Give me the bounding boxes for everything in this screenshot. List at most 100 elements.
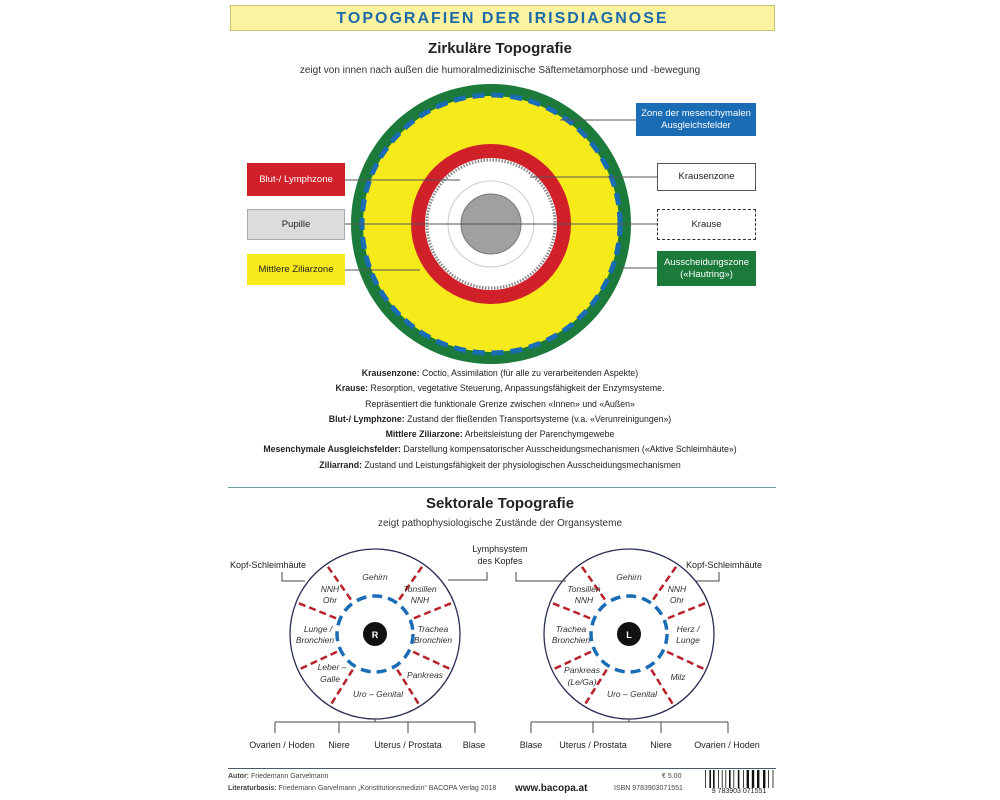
- sector-boundary-line: [412, 650, 452, 671]
- description-text: Resorption, vegetative Steuerung, Anpass…: [368, 383, 665, 395]
- sector-milz: Milz: [670, 672, 686, 682]
- label-ausscheidung-line1: Ausscheidungszone: [663, 256, 750, 268]
- sector-boundary-line: [583, 668, 608, 706]
- footer-author: Autor: Friedemann Garvelmann: [228, 773, 328, 780]
- bottom-label: Uterus / Prostata: [374, 740, 442, 750]
- description-line: Mesenchymale Ausgleichsfelder: Darstellu…: [40, 442, 960, 457]
- footer-divider: [228, 768, 776, 769]
- sector-leber-2: Galle: [320, 674, 340, 684]
- sector-trachea-1: Trachea: [556, 624, 587, 634]
- bottom-label: Ovarien / Hoden: [694, 740, 760, 750]
- sector-herz-2: Lunge: [676, 635, 700, 645]
- sector-boundary-line: [413, 601, 454, 620]
- top-brackets: [515, 572, 720, 582]
- author-value: Friedemann Garvelmann: [249, 773, 329, 780]
- bottom-label: Niere: [650, 740, 672, 750]
- literature-label: Literaturbasis:: [228, 785, 277, 792]
- krause-dashed-ring: [335, 594, 415, 674]
- sector-tonsillen-2: NNH: [575, 595, 594, 605]
- label-mittlere-ziliarzone: Mittlere Ziliarzone: [247, 254, 345, 285]
- sector-tonsillen-1: Tonsillen: [567, 584, 601, 594]
- sector-nnh-1: NNH: [321, 584, 340, 594]
- website-link[interactable]: www.bacopa.at: [515, 783, 588, 794]
- description-text: Zustand der fließenden Transportsysteme …: [404, 413, 672, 425]
- barcode-bar: [718, 770, 719, 790]
- barcode-bar: [709, 770, 711, 790]
- sector-boundary-line: [667, 601, 708, 620]
- sector-boundary-line: [298, 650, 338, 671]
- sector-trachea-2: Bronchien: [414, 635, 453, 645]
- barcode-bar: [713, 770, 715, 790]
- sector-boundary-line: [550, 601, 591, 620]
- sector-tonsillen-2: NNH: [411, 595, 430, 605]
- bottom-label: Niere: [328, 740, 350, 750]
- sector-pankreas-2: (Le/Ga): [568, 677, 597, 687]
- description-line: Krausenzone: Coctio, Assimilation (für a…: [40, 366, 960, 381]
- description-text: Arbeitsleistung der Parenchymgewebe: [462, 429, 615, 441]
- description-text: Repräsentiert die funktionale Grenze zwi…: [365, 398, 635, 410]
- leader-lines: [345, 119, 657, 271]
- barcode-bar: [733, 770, 735, 790]
- label-blut-lymphzone: Blut-/ Lymphzone: [247, 163, 345, 196]
- sector-lunge-2: Bronchien: [296, 635, 335, 645]
- label-pupille: Pupille: [247, 209, 345, 240]
- sector-boundary-line: [398, 564, 425, 601]
- barcode-bar: [763, 770, 766, 790]
- description-term: Mesenchymale Ausgleichsfelder:: [263, 444, 401, 456]
- sector-trachea-2: Bronchien: [552, 635, 591, 645]
- description-term: Krausenzone:: [361, 368, 420, 379]
- description-text: Darstellung kompensatorischer Ausscheidu…: [400, 444, 737, 456]
- label-mesenchymal: Zone der mesenchymalen Ausgleichsfelder: [636, 103, 756, 136]
- sector-boundary-line: [396, 668, 421, 706]
- bottom-label: Blase: [520, 740, 543, 750]
- label-lymphsystem-1: Lymphsystem: [472, 544, 527, 554]
- page-title: TOPOGRAFIEN DER IRISDIAGNOSE: [230, 5, 775, 31]
- bottom-bracket: [530, 719, 729, 733]
- bottom-label: Ovarien / Hoden: [249, 740, 315, 750]
- sector-trachea-1: Trachea: [418, 624, 449, 634]
- sector-boundary-line: [666, 650, 706, 671]
- label-ausscheidung-line2: («Hautring»): [680, 268, 733, 280]
- sector-boundary-line: [652, 564, 679, 601]
- barcode-bar: [772, 770, 774, 790]
- sector-uro-genital: Uro – Genital: [353, 689, 404, 699]
- section-divider: [228, 487, 776, 488]
- sector-pankreas-1: Pankreas: [564, 665, 601, 675]
- top-brackets: [281, 572, 488, 582]
- sector-boundary-line: [650, 668, 675, 706]
- barcode-bar: [705, 770, 706, 790]
- sector-nnh-2: Ohr: [323, 595, 338, 605]
- sectoral-diagrams: R Gehirn NNH Ohr Tonsillen NNH Lunge / B…: [230, 544, 762, 750]
- label-krause: Krause: [657, 209, 756, 240]
- description-term: Blut-/ Lymphzone:: [328, 413, 405, 425]
- barcode-bar: [768, 770, 769, 790]
- label-lymphsystem-2: des Kopfes: [477, 556, 523, 566]
- sector-nnh-1: NNH: [668, 584, 687, 594]
- sector-lunge-1: Lunge /: [304, 624, 334, 634]
- description-line: Krause: Resorption, vegetative Steuerung…: [40, 381, 960, 396]
- label-kopf-schleimhaeute: Kopf-Schleimhäute: [230, 560, 306, 570]
- description-term: Mittlere Ziliarzone:: [385, 429, 463, 441]
- sectoral-heading: Sektorale Topografie: [425, 495, 575, 512]
- author-label: Autor:: [228, 773, 249, 780]
- sector-gehirn: Gehirn: [362, 572, 388, 582]
- sectoral-subtitle: zeigt pathophysiologische Zustände der O…: [377, 518, 623, 529]
- description-line: Blut-/ Lymphzone: Zustand der fließenden…: [40, 412, 960, 427]
- description-text: Coctio, Assimilation (für alle zu verarb…: [419, 368, 639, 379]
- circular-iris-diagram: [345, 84, 657, 364]
- price: € 5.00: [662, 773, 682, 780]
- label-mesenchymal-line2: Ausgleichsfelder: [661, 119, 731, 131]
- label-mesenchymal-line1: Zone der mesenchymalen: [641, 107, 751, 119]
- isbn: ISBN 9783903071551: [614, 785, 683, 792]
- description-line: Ziliarrand: Zustand und Leistungsfähigke…: [40, 458, 960, 473]
- sector-boundary-line: [329, 668, 354, 706]
- description-line: Repräsentiert die funktionale Grenze zwi…: [40, 397, 960, 412]
- bottom-label: Uterus / Prostata: [559, 740, 627, 750]
- bottom-bracket: [274, 719, 476, 733]
- barcode-bar: [757, 770, 760, 790]
- bottom-label: Blase: [463, 740, 486, 750]
- barcode-bar: [725, 770, 727, 790]
- eye-letter-l: L: [626, 630, 632, 640]
- barcode: [705, 770, 774, 790]
- sector-boundary-line: [579, 564, 606, 601]
